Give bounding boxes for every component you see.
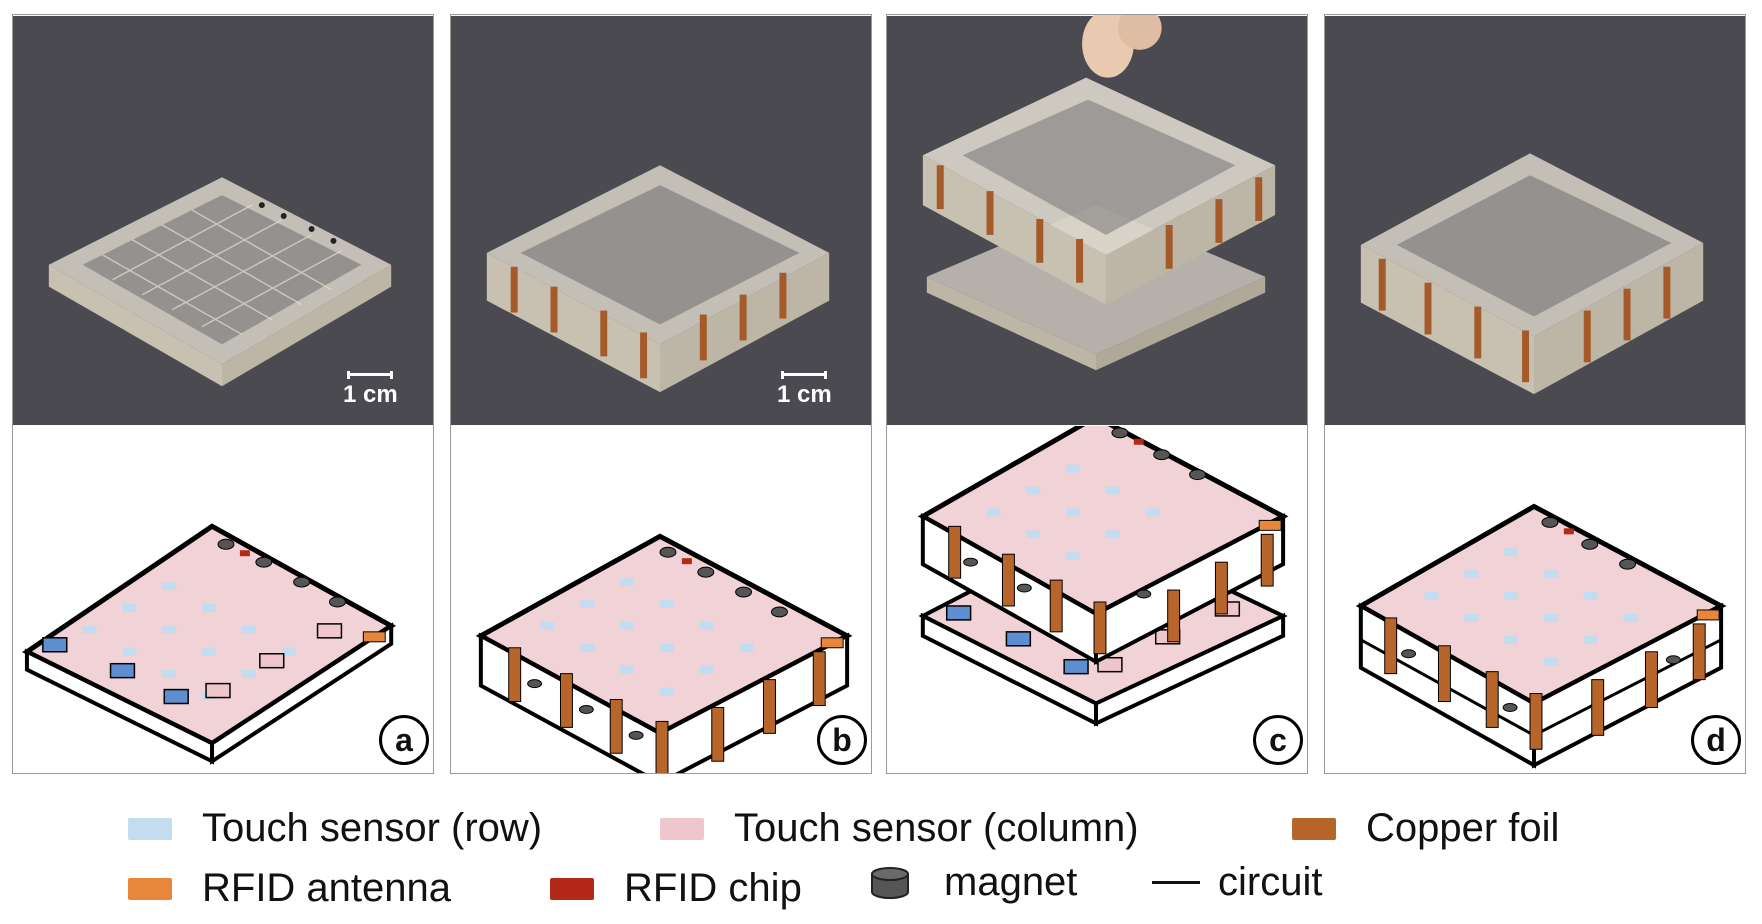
legend-label: Copper foil xyxy=(1366,806,1560,850)
legend-label: RFID antenna xyxy=(202,866,452,910)
swatch-icon xyxy=(128,817,172,840)
panel-d: d xyxy=(1324,14,1746,774)
panel-label-badge: b xyxy=(817,715,867,765)
diagram-single-layer xyxy=(22,523,397,765)
swatch-icon xyxy=(128,877,172,900)
panel-label-badge: a xyxy=(379,715,429,765)
line-icon xyxy=(1152,881,1200,884)
legend-item-rfid-antenna: RFID antenna xyxy=(128,866,451,911)
legend: Touch sensor (row) Touch sensor (column)… xyxy=(0,780,1762,924)
swatch-icon xyxy=(550,877,594,900)
panel-label-badge: c xyxy=(1253,715,1303,765)
scale-label: 1 cm xyxy=(777,381,832,408)
panel-label-badge: d xyxy=(1691,715,1741,765)
photo-separated-layers xyxy=(887,15,1307,426)
scale-bar: 1 cm xyxy=(343,371,398,409)
diagram-reassembled-layers xyxy=(1355,503,1727,769)
photo-stacked-layers xyxy=(451,15,871,426)
diagram-stacked-layers xyxy=(475,533,853,773)
photo-single-layer xyxy=(13,15,433,426)
panel-a: 1 cm a xyxy=(12,14,434,774)
diagram-separated-layers xyxy=(917,426,1289,727)
swatch-icon xyxy=(660,817,704,840)
legend-item-copper-foil: Copper foil xyxy=(1292,806,1559,851)
legend-item-touch-row: Touch sensor (row) xyxy=(128,806,542,851)
legend-label: Touch sensor (column) xyxy=(734,806,1139,850)
legend-label: Touch sensor (row) xyxy=(202,806,543,850)
legend-item-rfid-chip: RFID chip xyxy=(550,866,802,911)
legend-item-circuit: circuit xyxy=(1152,860,1322,905)
legend-label: circuit xyxy=(1218,860,1323,904)
scale-bar: 1 cm xyxy=(777,371,832,409)
legend-label: RFID chip xyxy=(624,866,802,910)
magnet-icon xyxy=(871,866,909,899)
legend-item-touch-column: Touch sensor (column) xyxy=(660,806,1139,851)
panel-c: c xyxy=(886,14,1308,774)
photo-reassembled-layers xyxy=(1325,15,1745,426)
legend-item-magnet: magnet xyxy=(870,860,1077,905)
scale-label: 1 cm xyxy=(343,381,398,408)
swatch-icon xyxy=(1292,817,1336,840)
legend-label: magnet xyxy=(944,860,1078,904)
panel-b: 1 cm b xyxy=(450,14,872,774)
